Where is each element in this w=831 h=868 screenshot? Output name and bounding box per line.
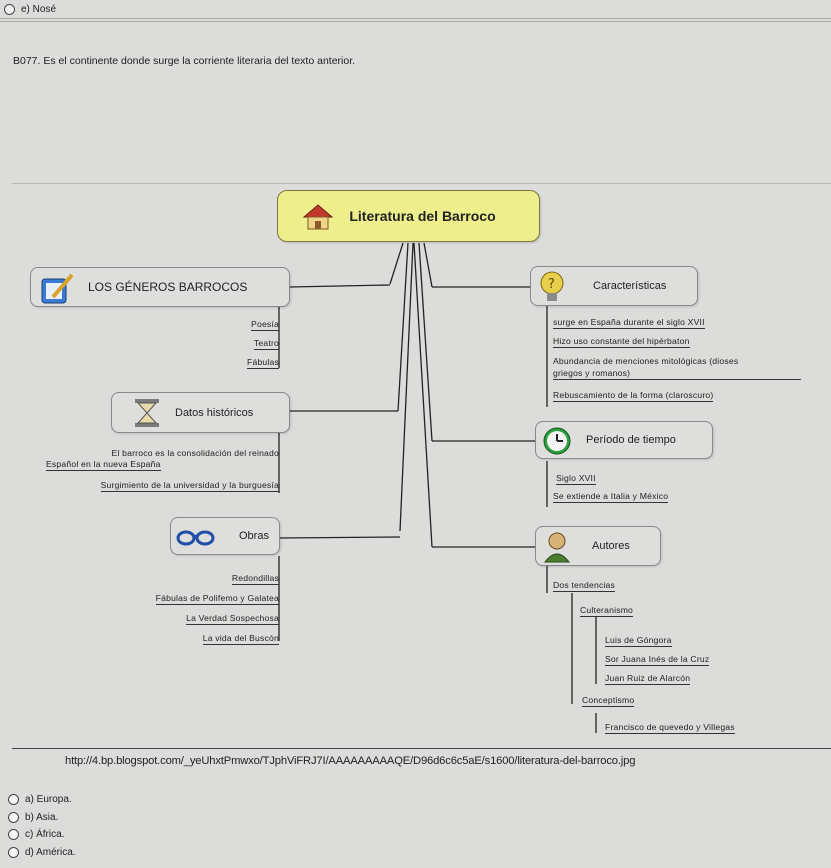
datos-item: Español en la nueva España <box>46 459 161 471</box>
obras-node: Obras <box>170 517 280 555</box>
glasses-icon <box>176 530 215 546</box>
mind-map-image: Literatura del Barroco LOS GÉNEROS BARRO… <box>0 181 831 746</box>
obras-label: Obras <box>239 530 269 542</box>
datos-label: Datos históricos <box>175 406 254 419</box>
culteranismo-author: Sor Juana Inés de la Cruz <box>605 654 710 666</box>
house-icon <box>302 204 334 230</box>
option-d[interactable]: d) América. <box>8 844 76 862</box>
caracteristicas-item: Abundancia de menciones mitológicas (dio… <box>553 356 739 366</box>
datos-item: Surgimiento de la universidad y la burgu… <box>100 480 279 492</box>
conceptismo-item: Conceptismo <box>582 695 635 707</box>
connector-lines <box>278 242 597 733</box>
previous-option[interactable]: e) Nosé <box>0 0 831 19</box>
caracteristicas-item: surge en España durante el siglo XVII <box>553 317 705 329</box>
option-d-radio[interactable] <box>8 846 19 858</box>
option-b[interactable]: b) Asia. <box>8 809 76 827</box>
caracteristicas-item: Rebuscamiento de la forma (claroscuro) <box>553 390 714 402</box>
periodo-item: Se extiende a Italia y México <box>553 491 669 503</box>
option-a-radio[interactable] <box>8 794 19 806</box>
caracteristicas-node: ? Características <box>530 266 698 306</box>
generos-item: Fábulas <box>247 357 279 369</box>
generos-item: Poesía <box>251 319 279 331</box>
option-d-label: d) América. <box>25 846 76 858</box>
option-c[interactable]: c) África. <box>8 826 76 844</box>
autores-label: Autores <box>592 540 630 552</box>
datos-item: El barroco es la consolidación del reina… <box>111 448 279 458</box>
datos-node: Datos históricos <box>111 392 290 433</box>
autores-node: Autores <box>535 526 661 566</box>
conceptismo-author: Francisco de quevedo y Villegas <box>605 722 735 734</box>
obras-item: La vida del Buscón <box>202 633 279 645</box>
option-c-label: c) África. <box>25 829 65 841</box>
source-url: http://4.bp.blogspot.com/_yeUhxtPmwxo/TJ… <box>65 755 636 767</box>
option-a[interactable]: a) Europa. <box>8 791 76 809</box>
mindmap-title-node: Literatura del Barroco <box>277 190 540 242</box>
mindmap-title: Literatura del Barroco <box>349 208 496 224</box>
option-e-radio[interactable] <box>4 3 15 15</box>
generos-label: LOS GÉNEROS BARROCOS <box>88 280 248 294</box>
person-icon <box>543 532 571 563</box>
image-bottom-border <box>12 748 831 749</box>
obras-item: La Verdad Sospechosa <box>186 613 279 625</box>
obras-item: Redondillas <box>231 573 279 585</box>
top-divider <box>0 21 831 22</box>
question-text: B077. Es el continente donde surge la co… <box>13 55 356 67</box>
option-e-label: e) Nosé <box>21 3 57 15</box>
svg-text:?: ? <box>548 277 555 292</box>
option-b-radio[interactable] <box>8 811 19 823</box>
option-b-label: b) Asia. <box>25 811 59 823</box>
option-a-label: a) Europa. <box>25 794 72 806</box>
obras-item: Fábulas de Polifemo y Galatea <box>155 593 279 605</box>
culteranismo-author: Luis de Góngora <box>605 635 672 647</box>
periodo-label: Período de tiempo <box>586 434 676 446</box>
hourglass-icon <box>135 399 159 427</box>
culteranismo-item: Culteranismo <box>580 605 634 617</box>
question-lightbulb-icon: ? <box>540 271 564 301</box>
tendencias-item: Dos tendencias <box>553 580 616 592</box>
generos-item: Teatro <box>253 338 279 350</box>
image-top-border <box>12 183 831 184</box>
caracteristicas-label: Características <box>593 280 667 292</box>
generos-node: LOS GÉNEROS BARROCOS <box>30 267 290 307</box>
pencil-notebook-icon <box>41 273 74 304</box>
caracteristicas-item: griegos y romanos) <box>553 368 801 380</box>
answer-options: a) Europa. b) Asia. c) África. d) Améric… <box>8 791 76 861</box>
culteranismo-author: Juan Ruiz de Alarcón <box>605 673 691 685</box>
periodo-node: Período de tiempo <box>535 421 713 459</box>
option-c-radio[interactable] <box>8 829 19 841</box>
clock-icon <box>543 427 571 455</box>
periodo-item: Siglo XVII <box>556 473 596 485</box>
caracteristicas-item: Hizo uso constante del hipérbaton <box>553 336 690 348</box>
